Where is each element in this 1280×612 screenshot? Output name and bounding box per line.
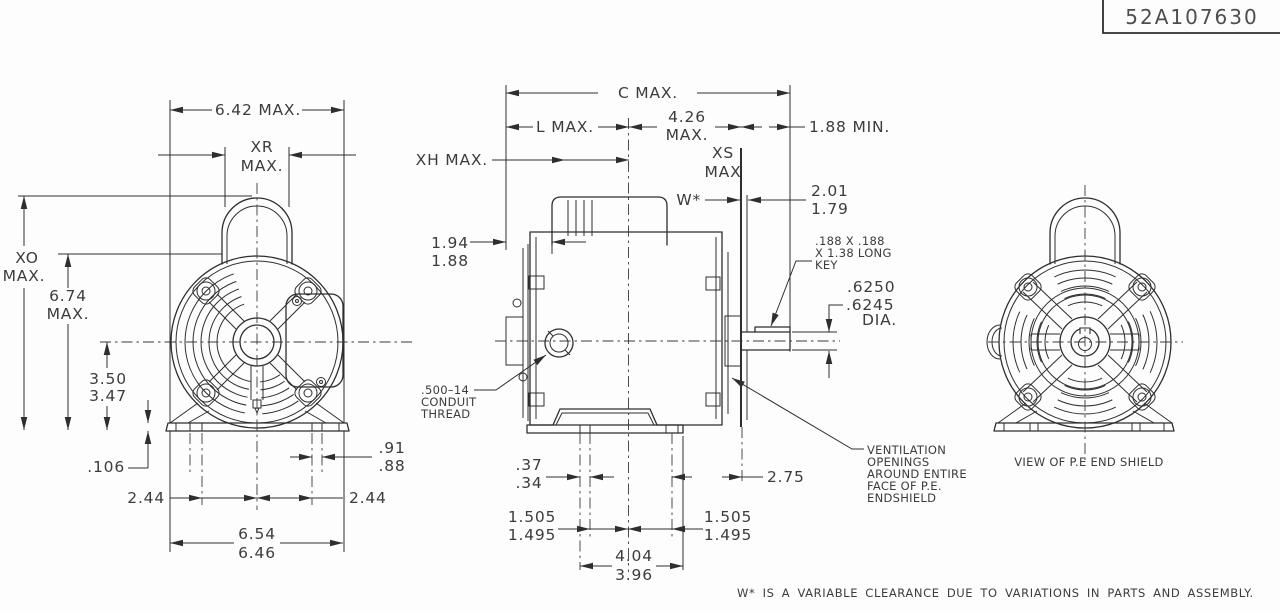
dim-646: 6.46 [238,544,276,562]
dim-6250: .6250 [847,278,895,296]
dim-c-max: C MAX. [618,84,678,102]
svg-text:CONDUIT: CONDUIT [421,395,477,409]
dim-1495-right: 1.495 [704,526,752,544]
front-view [100,183,415,510]
dim-xh-max: XH MAX. [416,151,488,169]
svg-text:THREAD: THREAD [420,407,470,421]
dim-201: 2.01 [811,182,849,200]
conduit-hole [544,328,574,358]
dim-347: 3.47 [89,387,127,405]
pe-base [993,402,1175,432]
pe-view-caption: VIEW OF P.E END SHIELD [1014,455,1163,469]
dim-188b: 1.88 [431,252,469,270]
dim-6245: .6245 [846,296,894,314]
dim-194: 1.94 [431,234,469,252]
pe-end-view: VIEW OF P.E END SHIELD [986,185,1183,469]
side-view [495,148,840,434]
dim-91: .91 [378,439,405,457]
dim-674: 6.74 [49,287,87,305]
svg-text:AROUND ENTIRE: AROUND ENTIRE [867,467,967,481]
title-block: 52A107630 [1102,0,1280,34]
svg-text:OPENINGS: OPENINGS [867,455,929,469]
dim-xr: XR [251,138,274,156]
dim-front-width: 6.42 MAX. [215,101,301,119]
note-key-2: X 1.38 LONG [815,246,892,260]
dim-275: 2.75 [767,468,805,486]
dim-404: 4.04 [615,547,653,565]
dim-xo-max: MAX. [3,267,46,285]
dim-244-right: 2.44 [349,489,387,507]
pe-bolt-bosses [1014,273,1156,411]
dim-350: 3.50 [89,370,127,388]
shaft [740,326,791,352]
dim-188-min: 1.88 MIN. [809,118,890,136]
footnote: W* IS A VARIABLE CLEARANCE DUE TO VARIAT… [737,586,1254,600]
front-view-dimensions: 6.42 MAX. XR MAX. XO MAX. 6.74 MAX. 3.50… [3,100,405,562]
dim-37: .37 [515,456,542,474]
dim-674-max: MAX. [47,305,90,323]
dim-xs-max: MAX [705,163,742,181]
dim-xo: XO [15,249,38,267]
dim-179: 1.79 [811,200,849,218]
dim-106: .106 [87,458,125,476]
front-side-pad [285,293,344,388]
dim-l-max: L MAX. [536,118,594,136]
dim-1495-left: 1.495 [508,526,556,544]
dim-426: 4.26 [668,108,706,126]
dim-1505-right: 1.505 [704,508,752,526]
note-key-1: .188 X .188 [815,234,885,248]
note-key-3: KEY [815,258,838,272]
note-ventilation: VENTILATION OPENINGS AROUND ENTIRE FACE … [731,377,967,505]
dim-xr-max: MAX. [241,157,284,175]
dim-88: .88 [378,457,405,475]
svg-text:FACE OF P.E.: FACE OF P.E. [867,479,942,493]
svg-text:.500–14: .500–14 [421,383,469,397]
dim-w-star: W* [676,191,701,209]
part-number: 52A107630 [1125,5,1258,29]
dim-654: 6.54 [238,525,276,543]
front-bolt-bosses [192,277,322,407]
dim-xs: XS [712,144,734,162]
dim-426-max: MAX. [666,126,709,144]
conduit-box [551,196,668,246]
dim-dia: DIA. [862,311,897,329]
svg-text:ENDSHIELD: ENDSHIELD [867,491,936,505]
side-base [526,408,684,434]
dim-244-left: 2.44 [127,489,165,507]
front-base [165,402,350,432]
svg-text:VENTILATION: VENTILATION [867,443,946,457]
note-conduit-thread: .500–14 CONDUIT THREAD [420,354,547,421]
side-view-dimensions: C MAX. L MAX. 4.26 MAX. 1.88 MIN. XH MAX… [416,84,967,584]
dim-34: .34 [515,474,542,492]
dim-396: 3.96 [615,566,653,584]
dim-1505-left: 1.505 [508,508,556,526]
